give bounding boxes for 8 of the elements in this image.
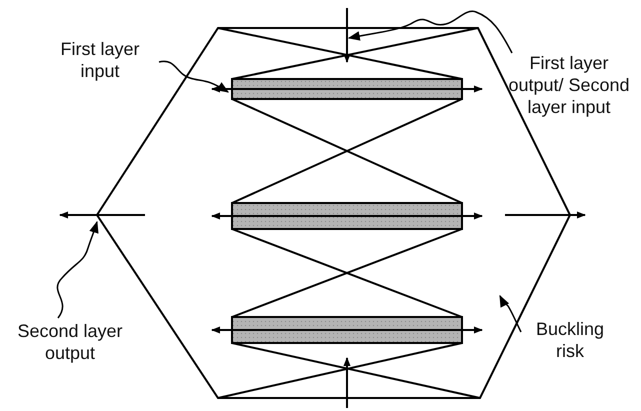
leader-line [158,60,230,93]
callout-label: Buckling risk [520,318,620,362]
leader-line [348,10,513,54]
leader-line [56,220,98,318]
callout-label: First layer input [40,38,160,82]
callout-label: First layer output/ Second layer input [500,52,638,118]
callout-label: Second layer output [0,320,140,364]
leader-line [499,294,522,332]
